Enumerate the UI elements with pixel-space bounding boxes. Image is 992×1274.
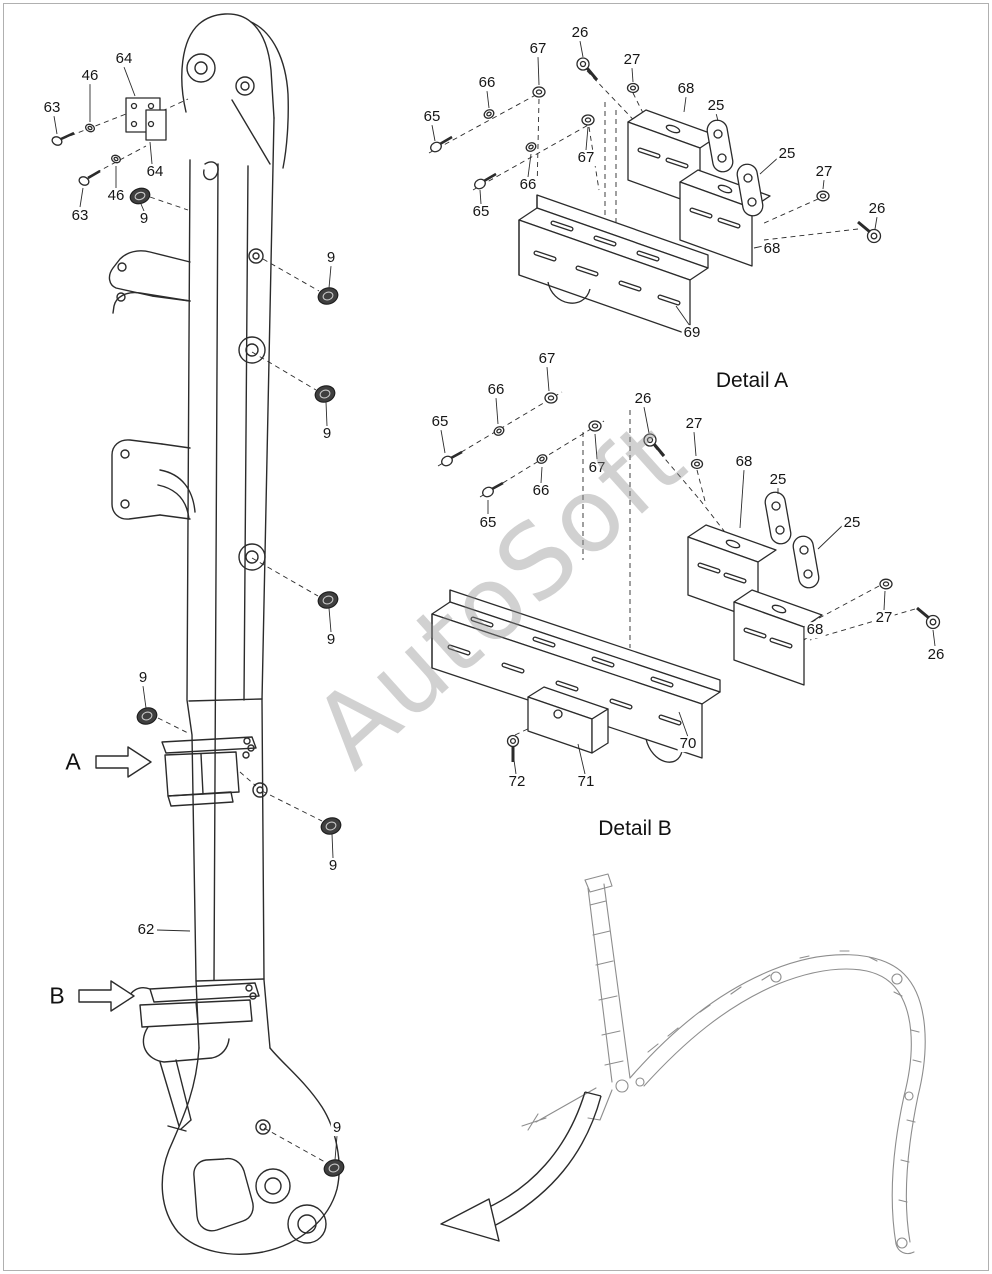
- callout-9: 9: [324, 631, 338, 649]
- callout-27: 27: [873, 609, 895, 627]
- detail-a-title: Detail A: [712, 369, 792, 393]
- callout-66: 66: [517, 176, 539, 194]
- callout-9: 9: [136, 669, 150, 687]
- callout-25: 25: [841, 514, 863, 532]
- callout-68: 68: [675, 80, 697, 98]
- callout-46: 46: [79, 67, 101, 85]
- callout-26: 26: [925, 646, 947, 664]
- callout-66: 66: [530, 482, 552, 500]
- callout-9: 9: [324, 249, 338, 267]
- callout-46: 46: [105, 187, 127, 205]
- clamp-hardware-drawing: [51, 97, 167, 186]
- view-b-label: B: [47, 982, 67, 1010]
- callout-68: 68: [761, 240, 783, 258]
- callout-26: 26: [569, 24, 591, 42]
- boom-drawing: [108, 13, 340, 1255]
- callout-25: 25: [776, 145, 798, 163]
- callout-64: 64: [144, 163, 166, 181]
- callout-25: 25: [705, 97, 727, 115]
- plug-caps-drawing: [129, 187, 345, 1177]
- callout-67: 67: [527, 40, 549, 58]
- slot-holes: [447, 147, 793, 726]
- callout-27: 27: [621, 51, 643, 69]
- callout-66: 66: [485, 381, 507, 399]
- callout-65: 65: [421, 108, 443, 126]
- view-arrows: [78, 746, 602, 1242]
- callout-67: 67: [586, 459, 608, 477]
- callout-9: 9: [320, 425, 334, 443]
- callout-65: 65: [470, 203, 492, 221]
- callout-64: 64: [113, 50, 135, 68]
- callout-68: 68: [804, 621, 826, 639]
- detail-a-drawing: [430, 57, 882, 336]
- callout-26: 26: [866, 200, 888, 218]
- callout-9: 9: [137, 210, 151, 228]
- callout-70: 70: [677, 735, 699, 753]
- callout-71: 71: [575, 773, 597, 791]
- callout-69: 69: [681, 324, 703, 342]
- overview-sketch: [521, 873, 926, 1255]
- callout-62: 62: [135, 921, 157, 939]
- callout-68: 68: [733, 453, 755, 471]
- callout-63: 63: [41, 99, 63, 117]
- callout-9: 9: [330, 1119, 344, 1137]
- callout-26: 26: [632, 390, 654, 408]
- callout-27: 27: [683, 415, 705, 433]
- rotation-arrow-icon: [477, 1091, 586, 1213]
- callout-63: 63: [69, 207, 91, 225]
- callout-65: 65: [429, 413, 451, 431]
- leader-lines: [53, 40, 936, 1161]
- callout-25: 25: [767, 471, 789, 489]
- callout-65: 65: [477, 514, 499, 532]
- callout-67: 67: [536, 350, 558, 368]
- callout-67: 67: [575, 149, 597, 167]
- callout-27: 27: [813, 163, 835, 181]
- view-b-arrow-icon: [78, 980, 135, 1012]
- callout-66: 66: [476, 74, 498, 92]
- detail-b-drawing: [431, 392, 941, 763]
- callout-72: 72: [506, 773, 528, 791]
- view-a-arrow-icon: [95, 746, 152, 778]
- detail-b-title: Detail B: [595, 817, 675, 841]
- view-a-label: A: [63, 748, 83, 776]
- callout-9: 9: [326, 857, 340, 875]
